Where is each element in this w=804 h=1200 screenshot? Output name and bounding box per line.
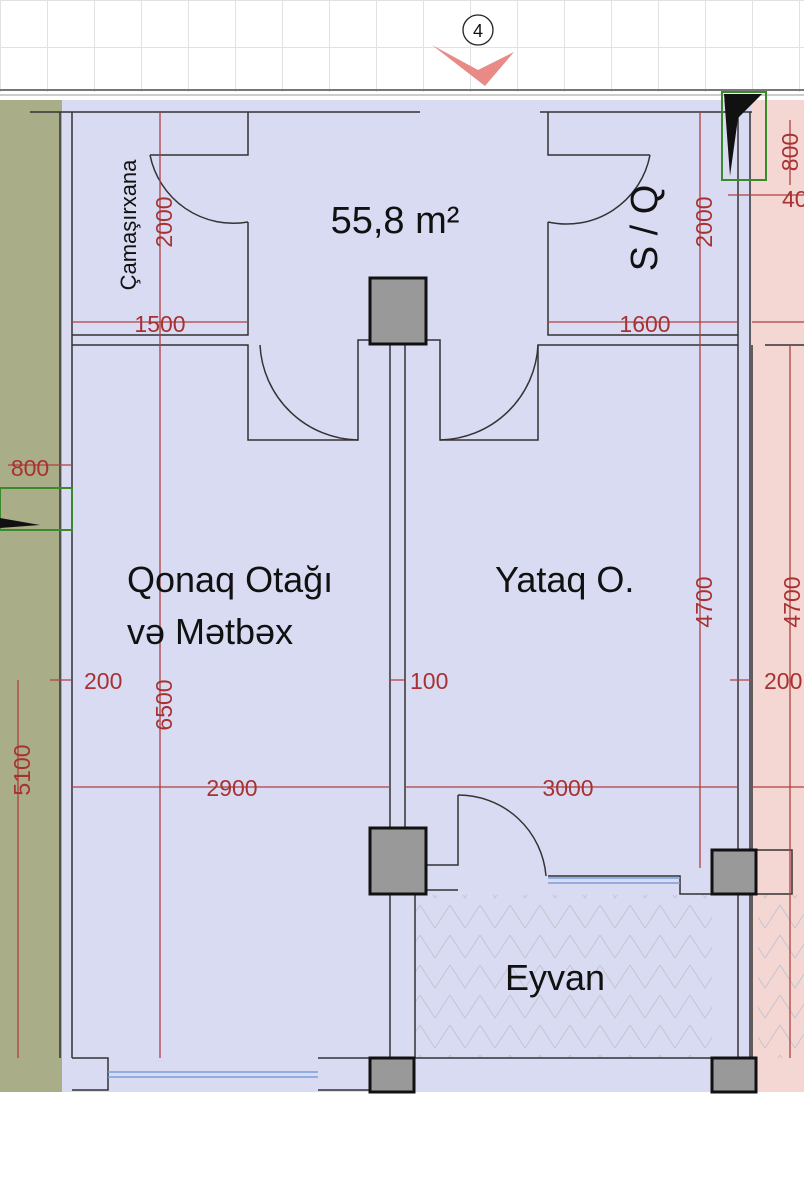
room-label-bedroom: Yataq O. xyxy=(495,559,634,600)
dim-living-width: 2900 xyxy=(206,775,257,801)
dim-left-total: 5100 xyxy=(9,744,35,795)
bath-door-swing xyxy=(547,154,651,225)
living-door-swing xyxy=(259,344,359,441)
room-label-balcony: Eyvan xyxy=(505,957,605,998)
dimension-lines xyxy=(8,112,804,1058)
dim-bed-height: 4700 xyxy=(691,576,717,627)
dim-bath-height: 2000 xyxy=(691,196,717,247)
balcony-hatch xyxy=(415,895,712,1058)
room-label-bathroom: S / Q xyxy=(624,185,666,272)
dim-bed-width: 3000 xyxy=(542,775,593,801)
axis-marker: 4 xyxy=(432,14,514,86)
left-neighbor-zone xyxy=(0,100,62,1092)
vent-shafts xyxy=(0,91,767,531)
room-label-kitchen: və Mətbəx xyxy=(127,611,293,652)
room-label-living: Qonaq Otağı xyxy=(127,559,333,600)
dim-left-wall: 200 xyxy=(84,668,122,694)
neighbor-balcony-hatch xyxy=(758,895,804,1058)
dim-left-window: 800 xyxy=(11,455,49,481)
grid-background xyxy=(0,0,804,92)
balcony-door-swing xyxy=(457,794,547,877)
dim-laundry-height: 2000 xyxy=(151,196,177,247)
bed-door-swing xyxy=(439,344,539,441)
dim-right-offset: 40 xyxy=(782,186,804,212)
dim-right-wall: 200 xyxy=(764,668,802,694)
svg-text:4: 4 xyxy=(473,21,483,41)
section-arrow-icon xyxy=(432,45,514,86)
windows xyxy=(108,877,680,1078)
dim-laundry-width: 1500 xyxy=(134,311,185,337)
room-label-laundry: Çamaşırxana xyxy=(116,159,141,291)
dim-neighbor-height: 4700 xyxy=(779,576,804,627)
walls xyxy=(30,111,804,1091)
dim-mid-wall: 100 xyxy=(410,668,448,694)
facade-line xyxy=(0,89,804,96)
dim-right-window: 800 xyxy=(777,133,803,171)
dim-living-height: 6500 xyxy=(151,679,177,730)
dim-bath-width: 1600 xyxy=(619,311,670,337)
columns xyxy=(368,276,758,1094)
area-label: 55,8 m² xyxy=(331,200,460,242)
laundry-door-swing xyxy=(149,154,249,225)
